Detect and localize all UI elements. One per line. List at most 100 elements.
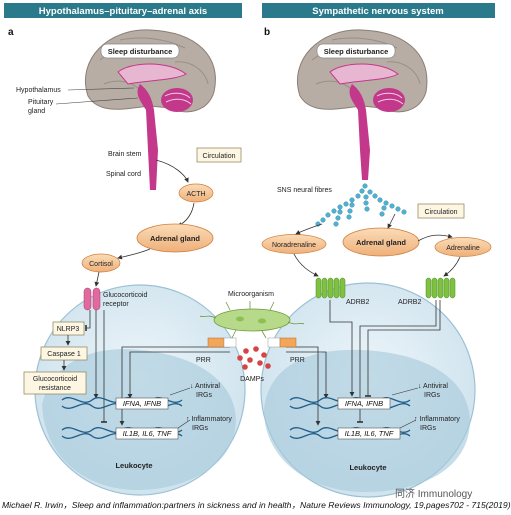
- ifn-a-pointer: [169, 387, 191, 396]
- prr-to-ifn-arrow-a: [127, 351, 230, 399]
- spinal-cord-label: Spinal cord: [106, 171, 141, 178]
- hypothalamus-pointer: [67, 87, 135, 91]
- panel-b-letter: b: [264, 27, 270, 38]
- panel-a-title: Hypothalamus–pituitary–adrenal axis: [39, 6, 207, 17]
- sleep-disturbance-b-label: Sleep disturbance: [324, 47, 389, 56]
- gc-resistance-box: Glucocorticoid resistance: [23, 371, 87, 395]
- adrb2-right: [425, 277, 456, 299]
- pituitary-to-acth-arrow: [155, 159, 189, 183]
- nlrp3-box: NLRP3: [52, 321, 85, 336]
- circulation-a: Circulation: [196, 147, 242, 163]
- inflammatory-a-1: ↑ Inflammatory: [186, 416, 232, 423]
- noradrenaline: Noradrenaline: [261, 234, 327, 254]
- acth-to-adrenal-arrow: [177, 202, 195, 227]
- sns-neural-fibres: [315, 183, 407, 227]
- antiviral-a-2: IRGs: [196, 392, 212, 399]
- receptor-inhibits-nlrp3: [85, 310, 91, 332]
- adrenal-gland-b-label: Adrenal gland: [356, 238, 406, 247]
- antiviral-b-2: IRGs: [424, 392, 440, 399]
- panel-a-letter: a: [8, 27, 14, 38]
- prr-a-label: PRR: [196, 357, 211, 364]
- brain-stem-label: Brain stem: [108, 151, 142, 158]
- sleep-disturbance-a-label: Sleep disturbance: [108, 47, 173, 56]
- adrb2-left-to-dna: [329, 300, 355, 397]
- damps: [237, 346, 271, 370]
- dna-ifn-b: IFNA, IFNB: [289, 397, 411, 410]
- adrenal-gland-a-label: Adrenal gland: [150, 234, 200, 243]
- panel-a-header: Hypothalamus–pituitary–adrenal axis: [4, 3, 242, 18]
- ifn-genes-a: IFNA, IFNB: [123, 399, 161, 408]
- noradrenaline-to-adrb2-arrow: [293, 253, 319, 277]
- adrenal-gland-a: Adrenal gland: [136, 223, 214, 253]
- watermark: 同济 Immunology: [395, 489, 473, 500]
- prr-to-ifn-arrow-b: [286, 351, 329, 399]
- antiviral-b-1: ↓ Antiviral: [418, 383, 448, 390]
- fibres-to-adrenal-arrow: [387, 213, 396, 229]
- sleep-disturbance-b: Sleep disturbance: [316, 43, 396, 59]
- il-a-pointer: [177, 419, 191, 429]
- dna-ifn-a: IFNA, IFNB: [61, 397, 183, 410]
- noradrenaline-label: Noradrenaline: [272, 242, 316, 249]
- sleep-disturbance-a: Sleep disturbance: [100, 43, 180, 59]
- leukocyte-b-label: Leukocyte: [349, 463, 386, 472]
- adrb2-left-label: ADRB2: [346, 299, 369, 306]
- adrenaline-to-adrb2-arrow: [443, 256, 461, 277]
- pituitary-pointer: [55, 97, 139, 105]
- glucocorticoid-receptor: [83, 287, 101, 311]
- microorganism: [199, 301, 305, 339]
- panel-b-header: Sympathetic nervous system: [262, 3, 495, 18]
- caspase1-box: Caspase 1: [40, 346, 88, 361]
- caspase1-label: Caspase 1: [47, 351, 81, 358]
- circulation-b: Circulation: [417, 203, 465, 219]
- il-genes-b: IL1B, IL6, TNF: [345, 429, 394, 438]
- prr-b-label: PRR: [290, 357, 305, 364]
- cerebellum-a: [161, 88, 193, 112]
- cortisol: Cortisol: [81, 253, 121, 273]
- inflammatory-a-2: IRGs: [192, 425, 208, 432]
- acth: ACTH: [178, 183, 214, 203]
- cortisol-label: Cortisol: [89, 261, 113, 268]
- prr-b: PRR: [267, 337, 305, 364]
- il-genes-a: IL1B, IL6, TNF: [123, 429, 172, 438]
- gc-receptor-label-1: Glucocorticoid: [103, 292, 147, 299]
- gc-receptor-label-2: receptor: [103, 301, 129, 308]
- pituitary-label-1: Pituitary: [28, 99, 54, 106]
- figure-canvas: Hypothalamus–pituitary–adrenal axis Symp…: [4, 3, 495, 498]
- adrenaline: Adrenaline: [434, 237, 492, 257]
- antiviral-a-1: ↓ Antiviral: [190, 383, 220, 390]
- adrb2-left: [315, 277, 346, 299]
- citation: Michael R. Irwin，Sleep and inflammation:…: [2, 500, 511, 510]
- inflammatory-b-2: IRGs: [420, 425, 436, 432]
- nucleus-b: [264, 349, 470, 492]
- leukocyte-a: [34, 284, 246, 496]
- prr-to-il-arrow-b: [286, 346, 321, 426]
- circulation-a-label: Circulation: [202, 153, 235, 160]
- leukocyte-a-label: Leukocyte: [115, 461, 152, 470]
- gc-resistance-label-1: Glucocorticoid: [33, 376, 77, 383]
- cerebellum-b: [373, 88, 405, 112]
- ifn-b-pointer: [391, 387, 419, 396]
- acth-label: ACTH: [186, 191, 205, 198]
- dna-il-b: IL1B, IL6, TNF: [289, 427, 411, 440]
- nucleus-a: [42, 349, 236, 490]
- circulation-b-label: Circulation: [424, 209, 457, 216]
- adrb2-right-inhibit: [356, 300, 437, 423]
- nlrp3-label: NLRP3: [57, 326, 80, 333]
- pituitary-label-2: gland: [28, 108, 45, 115]
- cortisol-to-receptor-arrow: [94, 271, 100, 287]
- adrb2-right-to-ifn: [364, 300, 441, 397]
- hypothalamus-label: Hypothalamus: [16, 87, 61, 94]
- sns-fibres-label: SNS neural fibres: [277, 187, 332, 194]
- adrenaline-label: Adrenaline: [446, 245, 480, 252]
- ifn-genes-b: IFNA, IFNB: [345, 399, 383, 408]
- fibres-to-noradrenaline-arrow: [295, 223, 323, 235]
- prr-a: PRR: [196, 337, 237, 364]
- damps-label: DAMPs: [240, 376, 264, 383]
- microorganism-label: Microorganism: [228, 291, 274, 298]
- adrb2-right-label: ADRB2: [398, 299, 421, 306]
- adrenal-to-cortisol-arrow: [117, 248, 151, 260]
- inflammatory-b-1: ↑ Inflammatory: [414, 416, 460, 423]
- gc-resistance-label-2: resistance: [39, 385, 71, 392]
- adrenal-to-adrenaline-arrow: [417, 233, 453, 242]
- il-b-pointer: [399, 419, 417, 429]
